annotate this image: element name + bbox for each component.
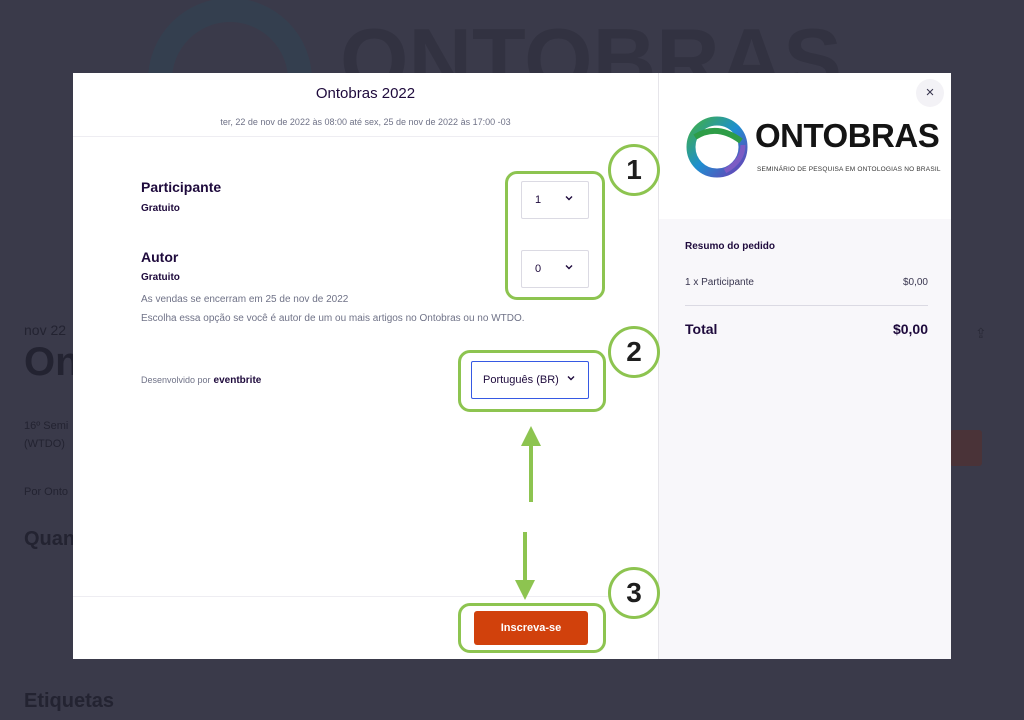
summary-divider [685,305,928,306]
background-text-2: (WTDO) [24,438,65,450]
background-heading: Quan [24,528,76,550]
event-logo-area: ONTOBRAS SEMINÁRIO DE PESQUISA EM ONTOLO… [659,73,951,219]
ticket-description: Escolha essa opção se você é autor de um… [141,313,525,324]
ticket-name-participante: Participante [141,179,222,195]
language-select[interactable]: Português (BR) [471,361,589,399]
background-text-1: 16º Semi [24,420,69,432]
arrow-down-icon [515,532,535,600]
summary-line-price: $0,00 [902,277,928,288]
summary-total-label: Total [685,321,718,337]
annotation-step-3: 3 [608,567,660,619]
close-button[interactable]: × [916,79,944,107]
background-text-3: Por Onto [24,486,69,498]
logo-subtitle: SEMINÁRIO DE PESQUISA EM ONTOLOGIAS NO B… [757,166,941,173]
annotation-box-signup [458,603,606,653]
annotation-box-language [458,350,606,412]
background-share-icon: ⇪ [975,325,987,341]
background-tags-heading: Etiquetas [24,690,115,712]
order-summary-pane: ONTOBRAS SEMINÁRIO DE PESQUISA EM ONTOLO… [658,73,951,659]
chevron-down-icon [564,262,574,275]
summary-total-price: $0,00 [892,321,928,337]
event-title: Ontobras 2022 [315,85,416,102]
ontobras-logo-icon [686,116,748,178]
arrow-up-icon [521,426,541,502]
annotation-step-2: 2 [608,326,660,378]
powered-by-label: Desenvolvido por [141,375,211,385]
eventbrite-logo[interactable]: eventbrite [213,375,262,386]
ticket-name-autor: Autor [141,249,179,265]
logo-wordmark: ONTOBRAS [755,117,940,154]
language-value: Português (BR) [483,374,559,386]
summary-line-item: 1 x Participante [685,277,754,288]
quantity-select-participante[interactable]: 1 [521,181,589,219]
signup-button[interactable]: Inscreva-se [474,611,588,645]
quantity-value: 1 [535,194,542,206]
background-title: On [24,340,80,384]
ticket-selection-pane: Ontobras 2022 ter, 22 de nov de 2022 às … [73,73,658,659]
quantity-value: 0 [535,263,542,275]
background-button [950,430,982,466]
chevron-down-icon [564,193,574,206]
footer-divider [73,596,658,597]
checkout-modal: Ontobras 2022 ter, 22 de nov de 2022 às … [73,73,951,659]
event-dates: ter, 22 de nov de 2022 às 08:00 até sex,… [220,117,511,127]
quantity-select-autor[interactable]: 0 [521,250,589,288]
close-icon: × [925,84,935,101]
annotation-box-quantity [505,171,605,300]
background-date: nov 22 [24,322,67,338]
annotation-step-1: 1 [608,144,660,196]
chevron-down-icon [566,373,576,386]
summary-title: Resumo do pedido [685,241,775,252]
ticket-price-autor: Gratuito [141,272,180,283]
ticket-sales-end: As vendas se encerram em 25 de nov de 20… [141,294,349,305]
header-divider [73,136,658,137]
ticket-price-participante: Gratuito [141,203,180,214]
